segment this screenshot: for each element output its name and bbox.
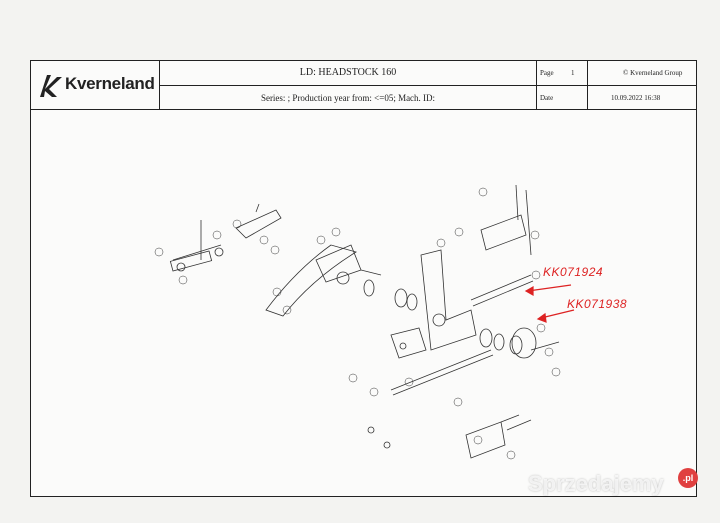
- logo-text: Kverneland: [65, 74, 155, 93]
- date-meta: Date 10.09.2022 16:38: [537, 86, 696, 110]
- watermark-badge: .pl: [678, 468, 698, 488]
- sheet-title: LD: HEADSTOCK 160: [299, 67, 397, 78]
- title-cell: LD: HEADSTOCK 160: [160, 61, 537, 86]
- part-callout-2: KK071938: [567, 297, 628, 311]
- page-meta: Page 1 © Kverneland Group: [537, 61, 696, 86]
- part-callout-1: KK071924: [543, 265, 604, 279]
- logo-cell: Kverneland: [31, 61, 160, 109]
- meta-divider: [587, 61, 588, 85]
- page-label: Page: [540, 69, 554, 77]
- parts-sheet: Kverneland LD: HEADSTOCK 160 Series: ; P…: [30, 60, 697, 497]
- kverneland-logo-icon: [40, 75, 62, 97]
- meta-divider: [587, 86, 588, 110]
- sheet-header: Kverneland LD: HEADSTOCK 160 Series: ; P…: [31, 61, 696, 110]
- page-number: 1: [571, 69, 575, 77]
- watermark: Sprzedajemy: [528, 471, 664, 496]
- date-value: 10.09.2022 16:38: [611, 94, 661, 102]
- series-cell: Series: ; Production year from: <=05; Ma…: [160, 86, 537, 109]
- date-label: Date: [540, 94, 554, 102]
- series-line: Series: ; Production year from: <=05; Ma…: [260, 93, 436, 103]
- exploded-parts-diagram: [154, 184, 575, 460]
- copyright: © Kverneland Group: [623, 69, 683, 77]
